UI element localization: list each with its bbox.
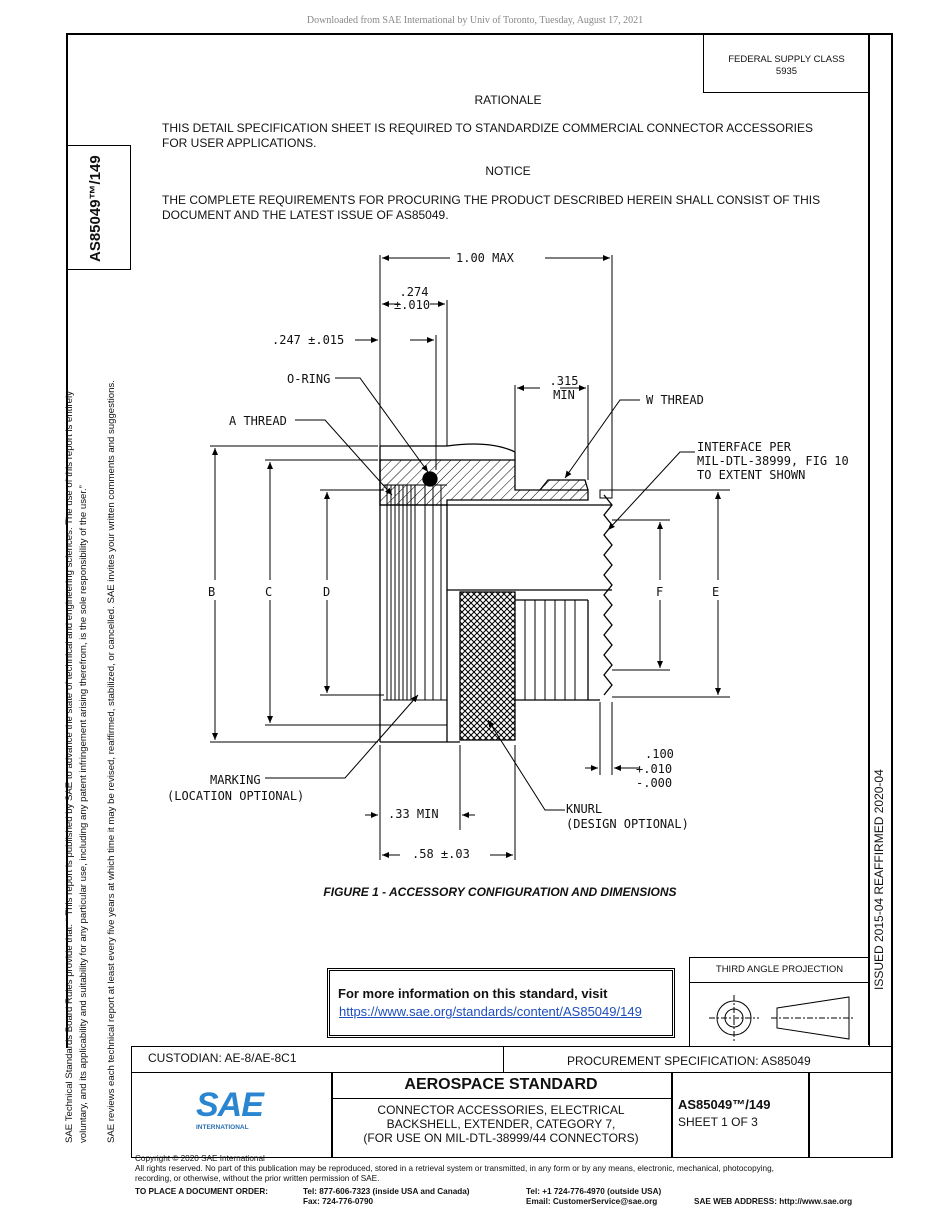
notice-text-line2: DOCUMENT AND THE LATEST ISSUE OF AS85049… xyxy=(162,208,449,222)
footer-rights-1: All rights reserved. No part of this pub… xyxy=(135,1164,774,1173)
dim-100-label: .100 xyxy=(645,747,674,761)
figure-caption: FIGURE 1 - ACCESSORY CONFIGURATION AND D… xyxy=(323,885,677,899)
rationale-text-line1: THIS DETAIL SPECIFICATION SHEET IS REQUI… xyxy=(162,121,813,135)
rationale-text-line2: FOR USER APPLICATIONS. xyxy=(162,136,317,150)
dim-f-label: F xyxy=(656,585,664,599)
dim-100-plus-label: +.010 xyxy=(636,762,673,776)
marking-label-1: MARKING xyxy=(210,773,261,787)
title-line-3: (FOR USE ON MIL-DTL-38999/44 CONNECTORS) xyxy=(363,1131,639,1145)
frame-inner-right xyxy=(868,33,870,1045)
frame-right-border xyxy=(891,33,893,1158)
dim-33-label: .33 MIN xyxy=(388,807,439,821)
interface-label-2: MIL-DTL-38999, FIG 10 xyxy=(697,454,849,468)
footer-fax: Fax: 724-776-0790 xyxy=(303,1197,374,1206)
info-box-text: For more information on this standard, v… xyxy=(338,986,608,1001)
dim-d-label: D xyxy=(323,585,331,599)
oring-label: O-RING xyxy=(287,372,331,386)
dim-58-label: .58 ±.03 xyxy=(412,847,470,861)
frame-top-border xyxy=(66,33,892,35)
frame-left-border xyxy=(66,33,68,1048)
title-doc-number: AS85049™/149 xyxy=(678,1097,771,1112)
footer-order-label: TO PLACE A DOCUMENT ORDER: xyxy=(135,1187,268,1196)
rationale-title: RATIONALE xyxy=(474,93,542,107)
info-box xyxy=(327,968,675,1038)
federal-supply-line1: FEDERAL SUPPLY CLASS xyxy=(728,54,845,65)
title-block-divider-1 xyxy=(331,1072,333,1158)
dim-315-label: .315 xyxy=(549,374,579,388)
federal-supply-line2: 5935 xyxy=(775,66,798,77)
title-heading-divider xyxy=(331,1098,671,1099)
title-line-2: BACKSHELL, EXTENDER, CATEGORY 7, xyxy=(386,1117,616,1131)
dim-b-label: B xyxy=(208,585,216,599)
dim-274-tol-label: ±.010 xyxy=(393,298,431,312)
dim-315-min-label: MIN xyxy=(553,388,575,402)
footer-tel-us: Tel: 877-606-7323 (inside USA and Canada… xyxy=(303,1187,470,1196)
title-sheet: SHEET 1 OF 3 xyxy=(678,1115,758,1129)
title-heading: AEROSPACE STANDARD xyxy=(404,1076,598,1093)
doc-number-box xyxy=(66,145,131,270)
notice-title: NOTICE xyxy=(485,164,531,178)
notice-text-line1: THE COMPLETE REQUIREMENTS FOR PROCURING … xyxy=(162,193,821,207)
dim-overall-label: 1.00 MAX xyxy=(456,251,514,265)
procurement-text: PROCUREMENT SPECIFICATION: AS85049 xyxy=(567,1054,811,1068)
sae-logo: SAE INTERNATIONAL xyxy=(196,1088,272,1131)
standard-link[interactable]: https://www.sae.org/standards/content/AS… xyxy=(339,1004,642,1019)
dim-c-label: C xyxy=(265,585,273,599)
dim-e-label: E xyxy=(712,585,720,599)
w-thread-label: W THREAD xyxy=(646,393,704,407)
interface-label-1: INTERFACE PER xyxy=(697,440,791,454)
marking-label-2: (LOCATION OPTIONAL) xyxy=(167,789,305,803)
footer-copyright: Copyright © 2020 SAE International xyxy=(135,1154,265,1163)
footer-web[interactable]: SAE WEB ADDRESS: http://www.sae.org xyxy=(694,1197,853,1206)
third-angle-symbol xyxy=(709,995,854,1041)
download-note: Downloaded from SAE International by Uni… xyxy=(306,15,644,26)
federal-supply-box xyxy=(703,33,870,93)
dim-247-label: .247 ±.015 xyxy=(272,333,345,347)
issued-reaffirmed: ISSUED 2015-04 REAFFIRMED 2020-04 xyxy=(872,769,886,990)
title-line-1: CONNECTOR ACCESSORIES, ELECTRICAL xyxy=(377,1103,625,1117)
interface-label-3: TO EXTENT SHOWN xyxy=(697,468,806,482)
title-block xyxy=(131,1072,892,1158)
third-angle-label: THIRD ANGLE PROJECTION xyxy=(715,964,844,975)
title-block-divider-2 xyxy=(671,1072,673,1158)
sae-logo-sub: INTERNATIONAL xyxy=(196,1124,249,1131)
knurl-label-1: KNURL xyxy=(566,802,603,816)
dim-100-minus-label: -.000 xyxy=(636,776,673,790)
a-thread-label: A THREAD xyxy=(229,414,287,428)
sae-logo-text: SAE xyxy=(196,1086,264,1124)
footer-email[interactable]: Email: CustomerService@sae.org xyxy=(526,1197,658,1206)
knurl-label-2: (DESIGN OPTIONAL) xyxy=(566,817,689,831)
footer-rights-2: recording, or otherwise, without the pri… xyxy=(135,1174,380,1183)
custodian-text: CUSTODIAN: AE-8/AE-8C1 xyxy=(148,1051,297,1065)
footer-tel-intl: Tel: +1 724-776-4970 (outside USA) xyxy=(526,1187,662,1196)
third-angle-divider xyxy=(689,982,870,983)
title-block-divider-3 xyxy=(808,1072,810,1158)
dim-274-label: .274 xyxy=(399,285,429,299)
